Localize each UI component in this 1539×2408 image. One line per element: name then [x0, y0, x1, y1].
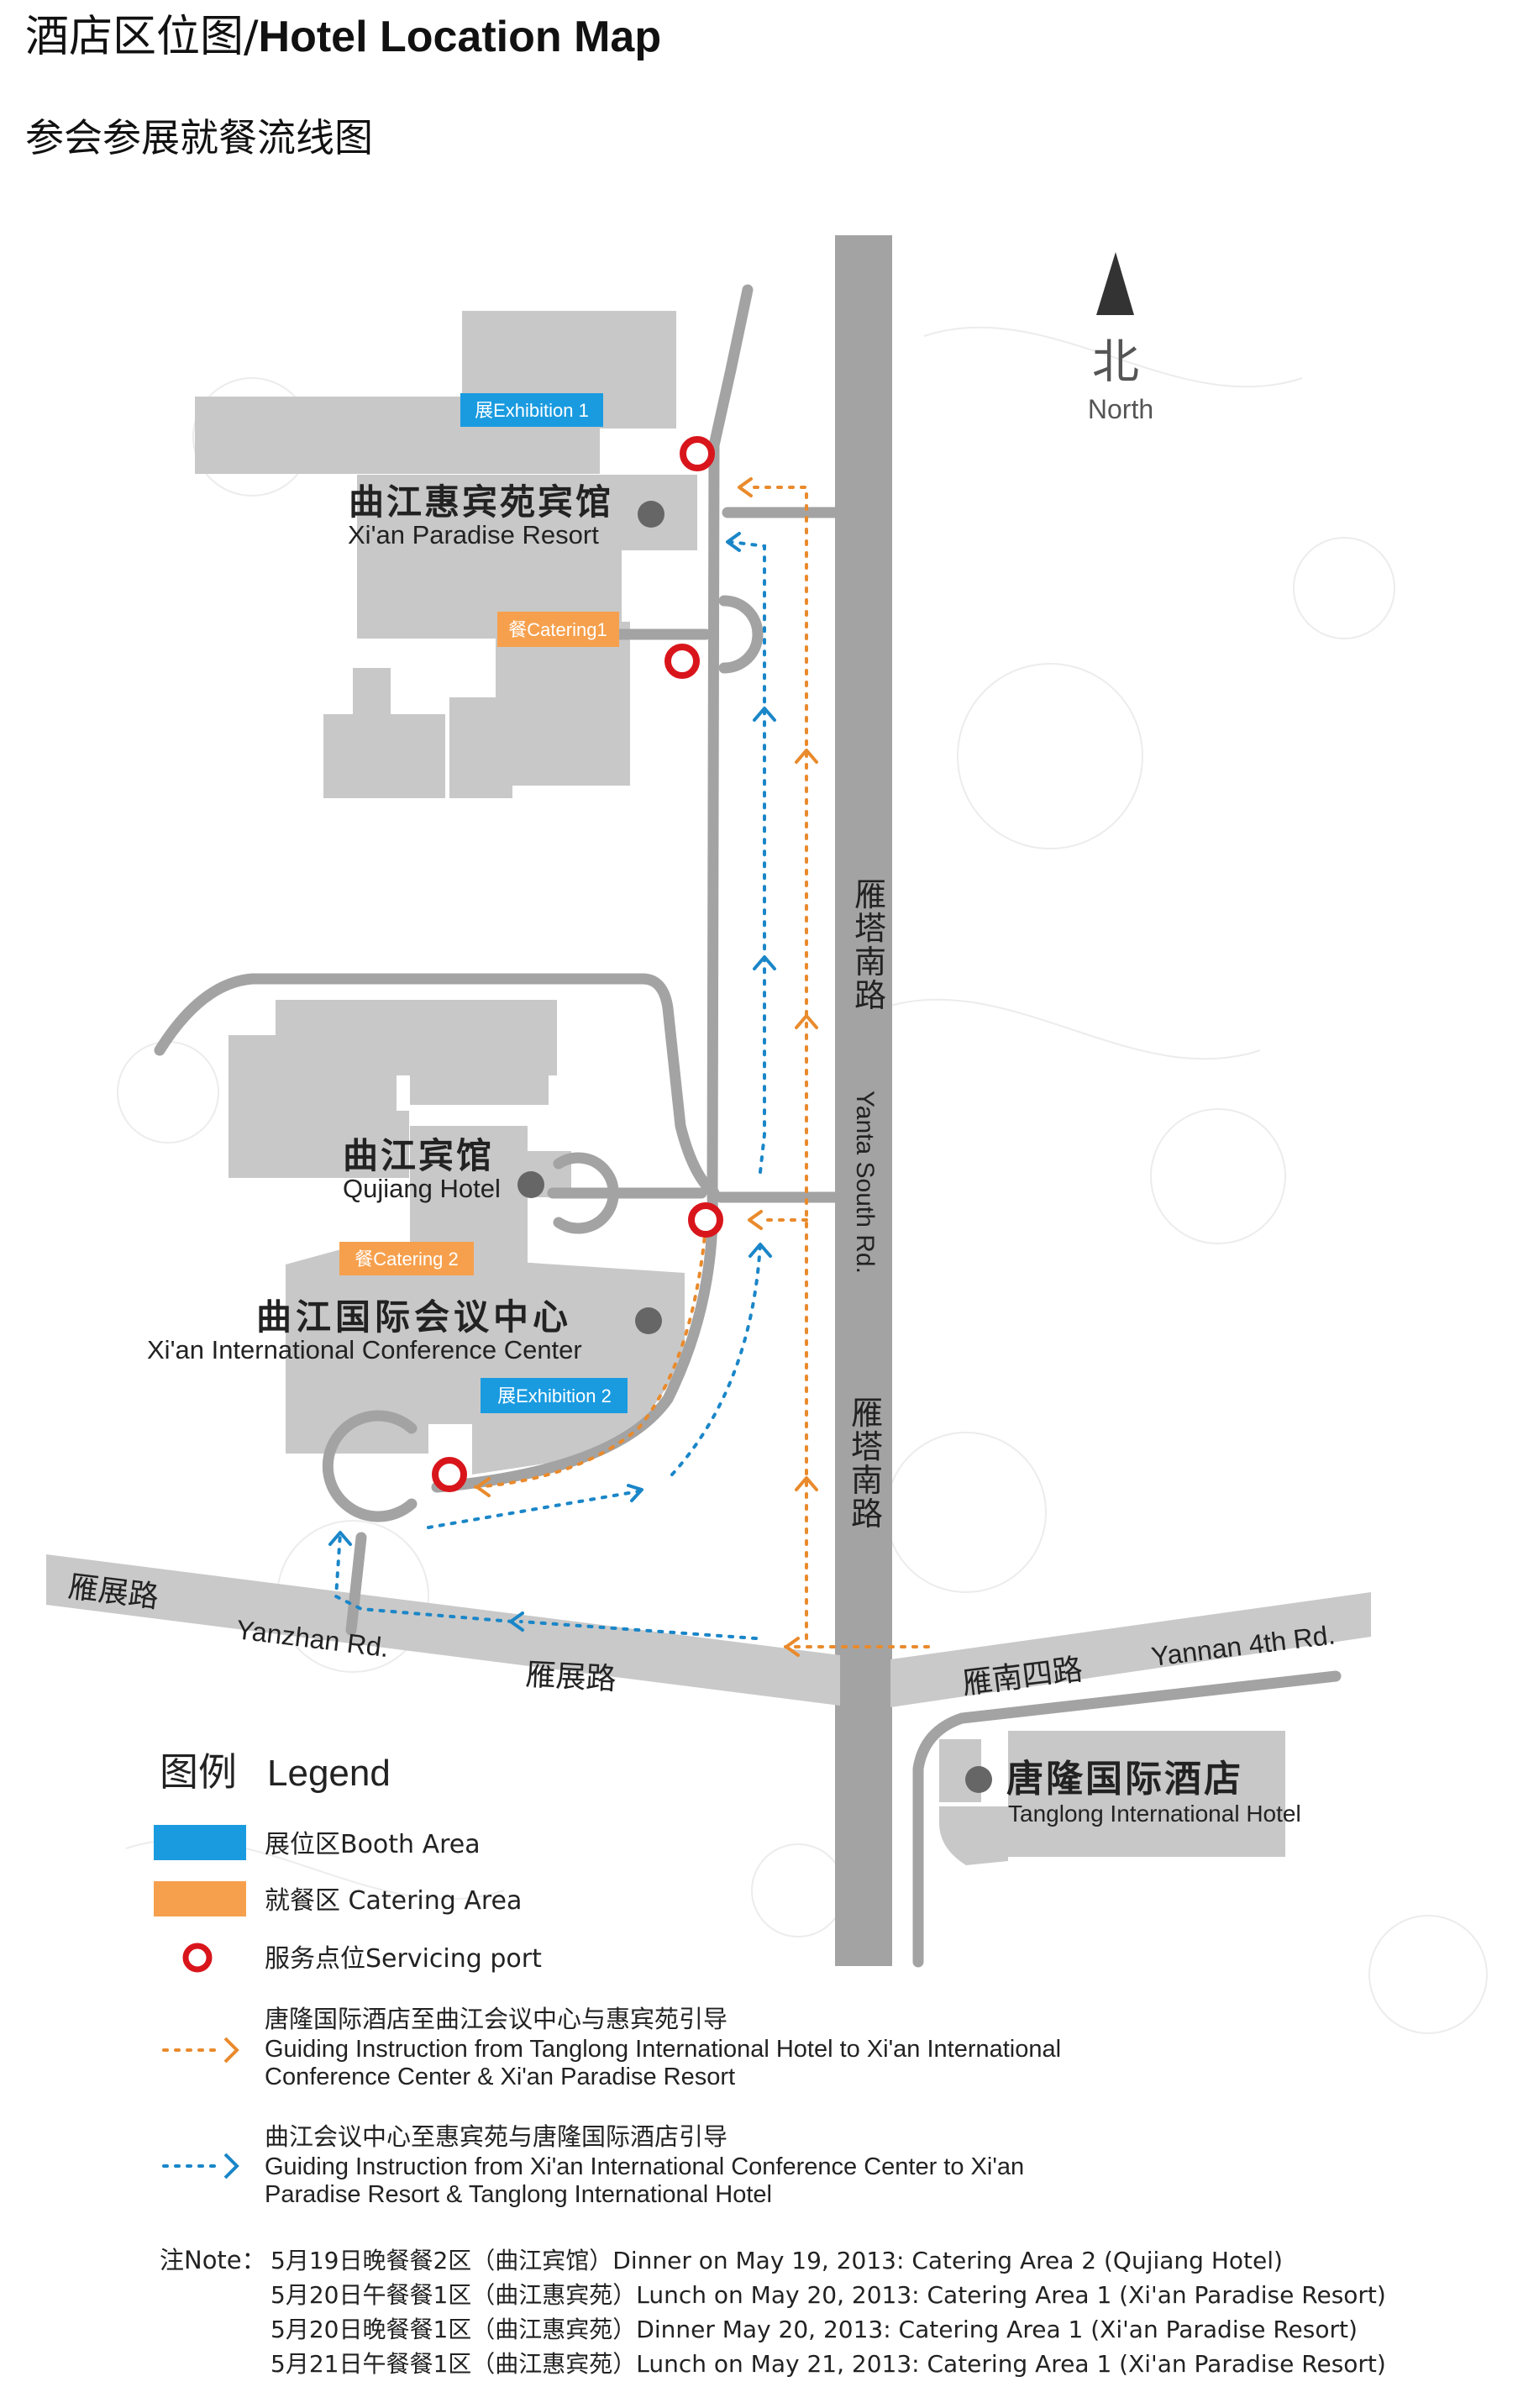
page-title-en: Hotel Location Map — [258, 13, 662, 61]
legend-orange-cn: 唐隆国际酒店至曲江会议中心与惠宾苑引导 — [265, 2005, 727, 2033]
place-labels: 曲江惠宾苑宾馆 Xi'an Paradise Resort 曲江宾馆 Qujia… — [147, 481, 1301, 1827]
road-yanta-cn-lower: 雁塔南路 — [851, 1395, 883, 1533]
conference-marker-icon — [635, 1307, 662, 1334]
north-arrow-icon — [1096, 252, 1134, 315]
qujiang-marker-icon — [517, 1171, 544, 1198]
service-port-icon — [680, 436, 715, 471]
blue-guiding-route — [334, 540, 766, 1640]
exhibition1-tag — [460, 393, 603, 427]
conference-label-cn: 曲江国际会议中心 — [256, 1296, 572, 1338]
tanglong-label-en: Tanglong International Hotel — [1008, 1801, 1301, 1827]
legend-title-cn: 图例 — [160, 1749, 237, 1795]
paradise-marker-icon — [638, 501, 664, 528]
legend-orange-en1: Guiding Instruction from Tanglong Intern… — [265, 2036, 1061, 2063]
note-line: 5月20日晚餐餐1区（曲江惠宾苑）Dinner May 20, 2013: Ca… — [271, 2316, 1358, 2343]
note-line: 5月21日午餐餐1区（曲江惠宾苑）Lunch on May 21, 2013: … — [271, 2350, 1386, 2378]
page-title: 酒店区位图/Hotel Location Map — [25, 7, 661, 67]
qujiang-label-en: Qujiang Hotel — [343, 1174, 501, 1203]
page-subtitle: 参会参展就餐流线图 — [25, 115, 373, 160]
legend-service-label: 服务点位Servicing port — [265, 1944, 542, 1974]
legend-booth-swatch — [154, 1825, 246, 1860]
exhibition2-tag — [481, 1378, 628, 1413]
legend-catering-swatch — [154, 1881, 246, 1916]
legend-blue-en1: Guiding Instruction from Xi'an Internati… — [265, 2153, 1024, 2180]
legend-booth-label: 展位区Booth Area — [265, 1830, 481, 1859]
legend-blue-arrow-icon — [223, 2153, 239, 2179]
legend-title-en: Legend — [267, 1753, 391, 1794]
tanglong-marker-icon — [965, 1766, 992, 1793]
exhibition1-tag-label: 展Exhibition 1 — [475, 400, 589, 421]
service-port-icon — [432, 1457, 467, 1492]
legend: 图例 Legend 展位区Booth Area 就餐区 Catering Are… — [154, 1749, 1061, 2208]
legend-blue-cn: 曲江会议中心至惠宾苑与唐隆国际酒店引导 — [265, 2122, 727, 2151]
notes-label: 注Note： — [160, 2246, 266, 2274]
road-yanta-cn-upper: 雁塔南路 — [854, 876, 886, 1014]
service-port-icon — [688, 1202, 723, 1238]
service-port-icon — [664, 644, 700, 679]
paradise-label-cn: 曲江惠宾苑宾馆 — [349, 481, 613, 523]
legend-service-port-icon — [182, 1943, 213, 1973]
road-yanta-en: Yanta South Rd. — [851, 1091, 879, 1274]
notes: 注Note： 5月19日晚餐餐2区（曲江宾馆）Dinner on May 19,… — [160, 2246, 1386, 2378]
compass-cn: 北 — [1092, 335, 1139, 390]
note-line: 5月19日晚餐餐2区（曲江宾馆）Dinner on May 19, 2013: … — [271, 2247, 1283, 2274]
buildings — [195, 311, 1285, 1865]
paradise-label-en: Xi'an Paradise Resort — [348, 520, 599, 549]
conference-label-en: Xi'an International Conference Center — [147, 1335, 582, 1364]
area-tags: 展Exhibition 1 餐Catering1 餐Catering 2 展Ex… — [339, 393, 628, 1413]
legend-orange-en2: Conference Center & Xi'an Paradise Resor… — [265, 2064, 735, 2090]
compass: 北 North — [1088, 252, 1153, 424]
catering2-tag-label: 餐Catering 2 — [355, 1249, 459, 1270]
catering1-tag — [497, 612, 619, 647]
service-ports — [432, 436, 723, 1492]
legend-blue-en2: Paradise Resort & Tanglong International… — [265, 2181, 772, 2208]
catering2-tag — [339, 1242, 474, 1275]
catering1-tag-label: 餐Catering1 — [508, 619, 607, 640]
orange-guiding-route — [473, 486, 930, 1648]
tanglong-label-cn: 唐隆国际酒店 — [1006, 1758, 1243, 1801]
background-pattern — [117, 326, 1488, 2034]
compass-en: North — [1088, 394, 1153, 424]
road-yanzhan-cn-east: 雁展路 — [525, 1658, 617, 1697]
page-title-cn: 酒店区位图/ — [25, 12, 259, 62]
qujiang-label-cn: 曲江宾馆 — [343, 1135, 494, 1176]
orange-arrowheads — [475, 477, 818, 1657]
exhibition2-tag-label: 展Exhibition 2 — [497, 1385, 612, 1406]
note-line: 5月20日午餐餐1区（曲江惠宾苑）Lunch on May 20, 2013: … — [271, 2281, 1386, 2309]
blue-arrowheads — [328, 532, 776, 1632]
legend-orange-arrow-icon — [223, 2037, 239, 2064]
legend-catering-label: 就餐区 Catering Area — [265, 1886, 522, 1916]
